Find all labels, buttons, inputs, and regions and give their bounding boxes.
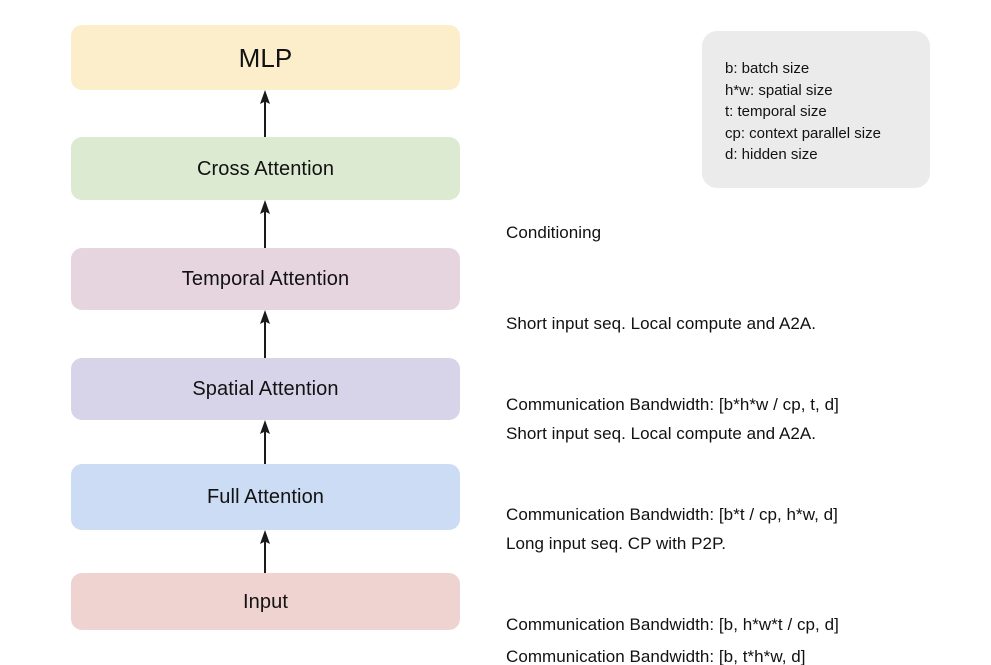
flow-box-temporal-attention: Temporal Attention: [71, 248, 460, 310]
flow-box-full-attention-label: Full Attention: [206, 486, 325, 508]
flow-box-full-attention: Full Attention: [71, 464, 460, 530]
annotation-temporal-attention: Short input seq. Local compute and A2A. …: [506, 256, 839, 472]
annotation-temporal-attention-line-1: Short input seq. Local compute and A2A.: [506, 314, 817, 333]
annotation-spatial-attention: Short input seq. Local compute and A2A. …: [506, 366, 838, 582]
legend-box: b: batch size h*w: spatial size t: tempo…: [702, 31, 930, 188]
legend-item-hidden-size: d: hidden size: [725, 146, 818, 163]
arrow-up-spatial-to-temporal-attention-icon: [250, 310, 280, 358]
annotation-full-attention: Long input seq. CP with P2P. Communicati…: [506, 476, 839, 665]
legend-item-batch-size: b: batch size: [725, 60, 810, 77]
annotation-spatial-attention-line-2: Communication Bandwidth: [b*t / cp, h*w,…: [506, 505, 838, 524]
annotation-full-attention-line-2: Communication Bandwidth: [b, h*w*t / cp,…: [506, 615, 839, 634]
flow-box-cross-attention-label: Cross Attention: [196, 157, 335, 180]
flow-box-temporal-attention-label: Temporal Attention: [181, 268, 350, 290]
legend-item-spatial-size: h*w: spatial size: [725, 81, 833, 99]
arrow-up-temporal-to-cross-attention-icon: [250, 200, 280, 248]
flow-box-spatial-attention-label: Spatial Attention: [192, 378, 339, 400]
flow-box-spatial-attention: Spatial Attention: [71, 358, 460, 420]
annotation-input: Communication Bandwidth: [b, t*h*w, d]: [506, 589, 806, 665]
arrow-up-full-to-spatial-attention-icon: [250, 420, 280, 464]
flow-box-input-label: Input: [243, 590, 288, 613]
flow-box-cross-attention: Cross Attention: [71, 137, 460, 200]
annotation-input-line-1: Communication Bandwidth: [b, t*h*w, d]: [506, 647, 806, 665]
arrow-up-cross-attention-to-mlp-icon: [250, 90, 280, 137]
annotation-spatial-attention-line-1: Short input seq. Local compute and A2A.: [506, 424, 817, 443]
flow-box-mlp: MLP: [71, 25, 460, 90]
arrow-up-input-to-full-attention-icon: [250, 530, 280, 573]
annotation-full-attention-line-1: Long input seq. CP with P2P.: [506, 534, 727, 553]
annotation-conditioning-line-1: Conditioning: [506, 223, 602, 242]
legend-item-temporal-size: t: temporal size: [725, 103, 827, 120]
flow-box-input: Input: [71, 573, 460, 630]
flow-box-mlp-label: MLP: [238, 42, 293, 73]
annotation-conditioning: Conditioning: [506, 165, 601, 300]
annotation-temporal-attention-line-2: Communication Bandwidth: [b*h*w / cp, t,…: [506, 395, 839, 414]
legend-item-context-parallel-size: cp: context parallel size: [725, 124, 881, 142]
